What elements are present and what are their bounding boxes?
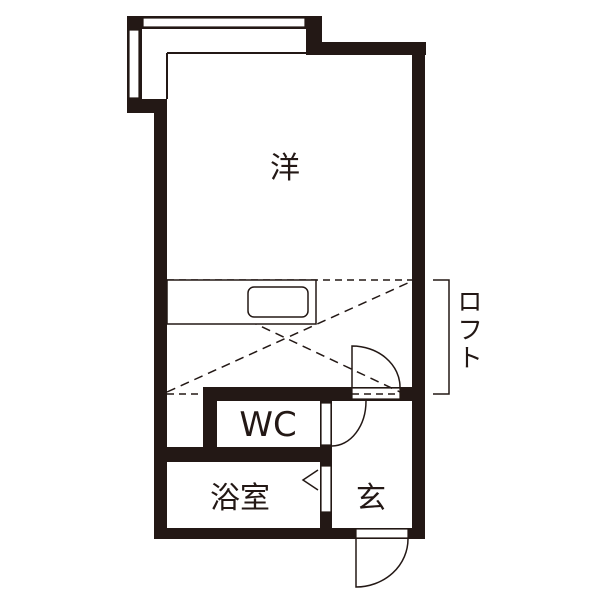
wall-bottom	[154, 528, 425, 539]
wall-wc-bottom	[167, 447, 332, 462]
room-door-swing	[351, 345, 401, 388]
room-label-wc: WC	[239, 405, 297, 445]
wall-right	[412, 42, 425, 539]
loft-label: ロフト	[452, 288, 483, 372]
window-left	[128, 29, 140, 99]
entrance-door-frame	[355, 528, 409, 539]
bath-door-arrow	[301, 469, 319, 491]
wall-top	[306, 42, 426, 55]
window-top	[142, 17, 306, 28]
room-label-entrance: 玄	[356, 481, 386, 516]
loft-bracket	[433, 279, 450, 395]
wc-door-frame	[320, 402, 332, 446]
wall-wc-left	[203, 387, 217, 449]
wc-door-swing	[331, 400, 367, 447]
door-swings	[301, 345, 409, 588]
wall-left	[154, 99, 167, 539]
entrance-door-swing	[355, 538, 409, 588]
room-label-bathroom: 浴室	[210, 481, 270, 516]
bath-door-frame	[320, 465, 332, 513]
room-label-western: 洋	[270, 151, 300, 186]
sink	[247, 286, 309, 318]
